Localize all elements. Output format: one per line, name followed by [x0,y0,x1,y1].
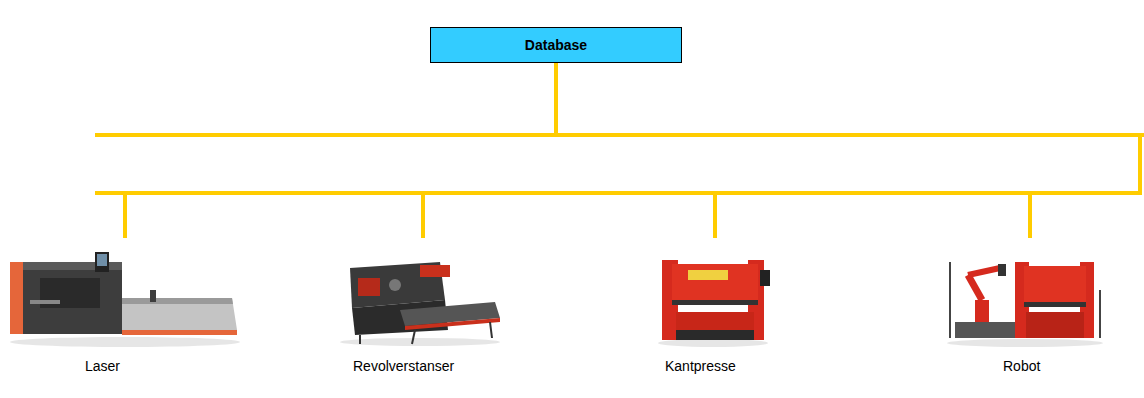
network-connector [556,63,1140,238]
laser-illustration [10,252,240,347]
machine-node: Robot [945,238,1105,386]
press-brake-illustration [658,260,770,347]
database-label: Database [525,37,587,53]
machine-label: Laser [85,358,120,374]
bus-line [95,135,1144,193]
network-connector [556,63,1140,238]
machine-label: Robot [1003,358,1040,374]
punch-press-illustration [340,262,500,346]
machine-label: Revolverstanser [353,358,454,374]
network-connector [125,63,1140,238]
database-box: Database [430,27,682,63]
network-connector [423,63,1140,238]
robot-cell-illustration [947,262,1103,347]
machine-node: Revolverstanser [335,238,505,386]
machine-node: Laser [5,238,240,386]
machine-label: Kantpresse [665,358,736,374]
machine-node: Kantpresse [650,238,775,386]
